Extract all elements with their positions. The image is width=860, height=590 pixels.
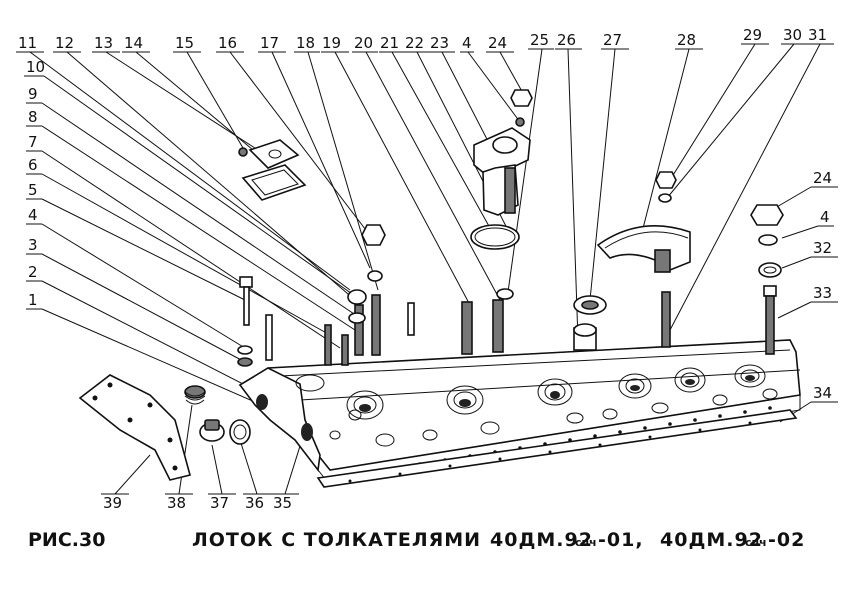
callout-38: 38 (167, 494, 186, 512)
callout-11: 11 (18, 34, 37, 52)
washer-36 (229, 419, 251, 445)
right-fasteners (750, 204, 784, 355)
plug-37 (199, 419, 225, 442)
callout-18: 18 (296, 34, 315, 52)
callout-39: 39 (103, 494, 122, 512)
model-b-tail: -02 (768, 529, 805, 551)
figure-title: ЛОТОК С ТОЛКАТЕЛЯМИ (192, 529, 481, 551)
callout-37: 37 (210, 494, 229, 512)
callout-17: 17 (260, 34, 279, 52)
model-a-sub: спч (575, 536, 597, 549)
figure-label: РИС.30 (28, 529, 105, 551)
callout-22: 22 (405, 34, 424, 52)
callout-14: 14 (124, 34, 143, 52)
o-ring-22 (470, 224, 520, 250)
model-a-main: 40ДМ.92 (490, 529, 593, 551)
callout-13: 13 (94, 34, 113, 52)
guide-housing-23 (473, 89, 533, 216)
housing-shading (256, 375, 755, 441)
end-plate-39 (78, 374, 191, 481)
callout-33: 33 (813, 284, 832, 302)
gasket-strip-34 (316, 409, 798, 488)
model-a-tail: -01, (598, 529, 644, 551)
leader-lines (29, 43, 821, 495)
callout-24-top: 24 (488, 34, 507, 52)
model-b-main: 40ДМ.92 (660, 529, 763, 551)
callout-6: 6 (28, 156, 38, 174)
washer-25 (496, 288, 514, 300)
callout-8: 8 (28, 108, 38, 126)
model-b-sub: спч (745, 536, 767, 549)
callout-30: 30 (783, 26, 802, 44)
callout-27: 27 (603, 31, 622, 49)
callouts-right: 24 4 32 33 34 (813, 169, 832, 402)
callout-3: 3 (28, 236, 38, 254)
callout-4-left: 4 (28, 206, 38, 224)
callout-1: 1 (28, 291, 38, 309)
callout-4-top: 4 (462, 34, 472, 52)
callout-24-right: 24 (813, 169, 832, 187)
callout-4-right: 4 (820, 208, 830, 226)
callout-right-underlines (811, 186, 838, 403)
callout-32: 32 (813, 239, 832, 257)
callout-7: 7 (28, 133, 38, 151)
callout-2: 2 (28, 263, 38, 281)
callout-10: 10 (26, 58, 45, 76)
spring-38 (184, 385, 206, 405)
callout-16: 16 (218, 34, 237, 52)
callout-36: 36 (245, 494, 264, 512)
callout-20: 20 (354, 34, 373, 52)
callouts-bottom: 39 38 37 36 35 (103, 494, 292, 512)
callout-21: 21 (380, 34, 399, 52)
callout-19: 19 (322, 34, 341, 52)
callout-31: 31 (808, 26, 827, 44)
housing-bores (295, 364, 778, 447)
nut-29-washer-30 (655, 171, 677, 203)
saddle-cover-28 (596, 225, 691, 273)
studs-20-21 (461, 299, 504, 355)
cover-plate-14 (238, 139, 307, 201)
callout-35: 35 (273, 494, 292, 512)
left-fasteners (237, 224, 415, 367)
stud-31 (661, 291, 671, 348)
figure-caption: РИС.30 ЛОТОК С ТОЛКАТЕЛЯМИ 40ДМ.92 спч -… (28, 529, 805, 551)
callout-28: 28 (677, 31, 696, 49)
callout-15: 15 (175, 34, 194, 52)
callout-9: 9 (28, 85, 38, 103)
callout-26: 26 (557, 31, 576, 49)
callout-25: 25 (530, 31, 549, 49)
callout-23: 23 (430, 34, 449, 52)
tappet-tray-housing (238, 339, 801, 486)
bushing-26-27 (573, 295, 607, 351)
callout-29: 29 (743, 26, 762, 44)
callout-34: 34 (813, 384, 832, 402)
callout-left-underlines (24, 75, 44, 310)
callouts-top: 11 12 13 14 15 16 17 18 19 20 21 22 23 4… (18, 26, 827, 52)
callout-12: 12 (55, 34, 74, 52)
callout-5: 5 (28, 181, 38, 199)
callouts-left: 10 9 8 7 6 5 4 3 2 1 (26, 58, 45, 309)
